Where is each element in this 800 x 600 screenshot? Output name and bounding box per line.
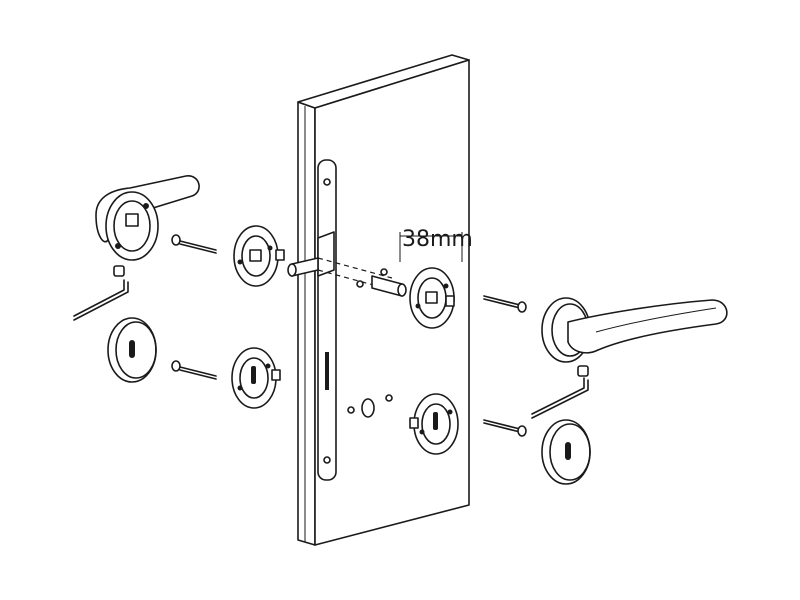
grub-screw-icon — [114, 266, 124, 276]
allen-key-icon — [532, 378, 588, 418]
rose-plate-icon — [232, 348, 280, 408]
dimension-label: 38mm — [402, 227, 473, 252]
lever-handle-icon — [96, 176, 199, 260]
grub-screw-icon — [578, 366, 588, 376]
rose-plate-icon — [234, 226, 284, 286]
rose-plate-icon — [410, 268, 454, 328]
lever-handle-icon — [542, 298, 727, 362]
spindle-icon — [288, 258, 406, 296]
mortise-lock-icon — [318, 232, 392, 417]
spacing-dimension: 38mm — [400, 227, 473, 262]
key-escutcheon-icon — [108, 318, 156, 382]
key-escutcheon-icon — [542, 420, 590, 484]
screw-icon — [484, 296, 526, 312]
screw-icon — [484, 420, 526, 436]
screw-icon — [172, 361, 216, 379]
rose-plate-icon — [410, 394, 458, 454]
allen-key-icon — [74, 280, 128, 320]
screw-icon — [172, 235, 216, 253]
